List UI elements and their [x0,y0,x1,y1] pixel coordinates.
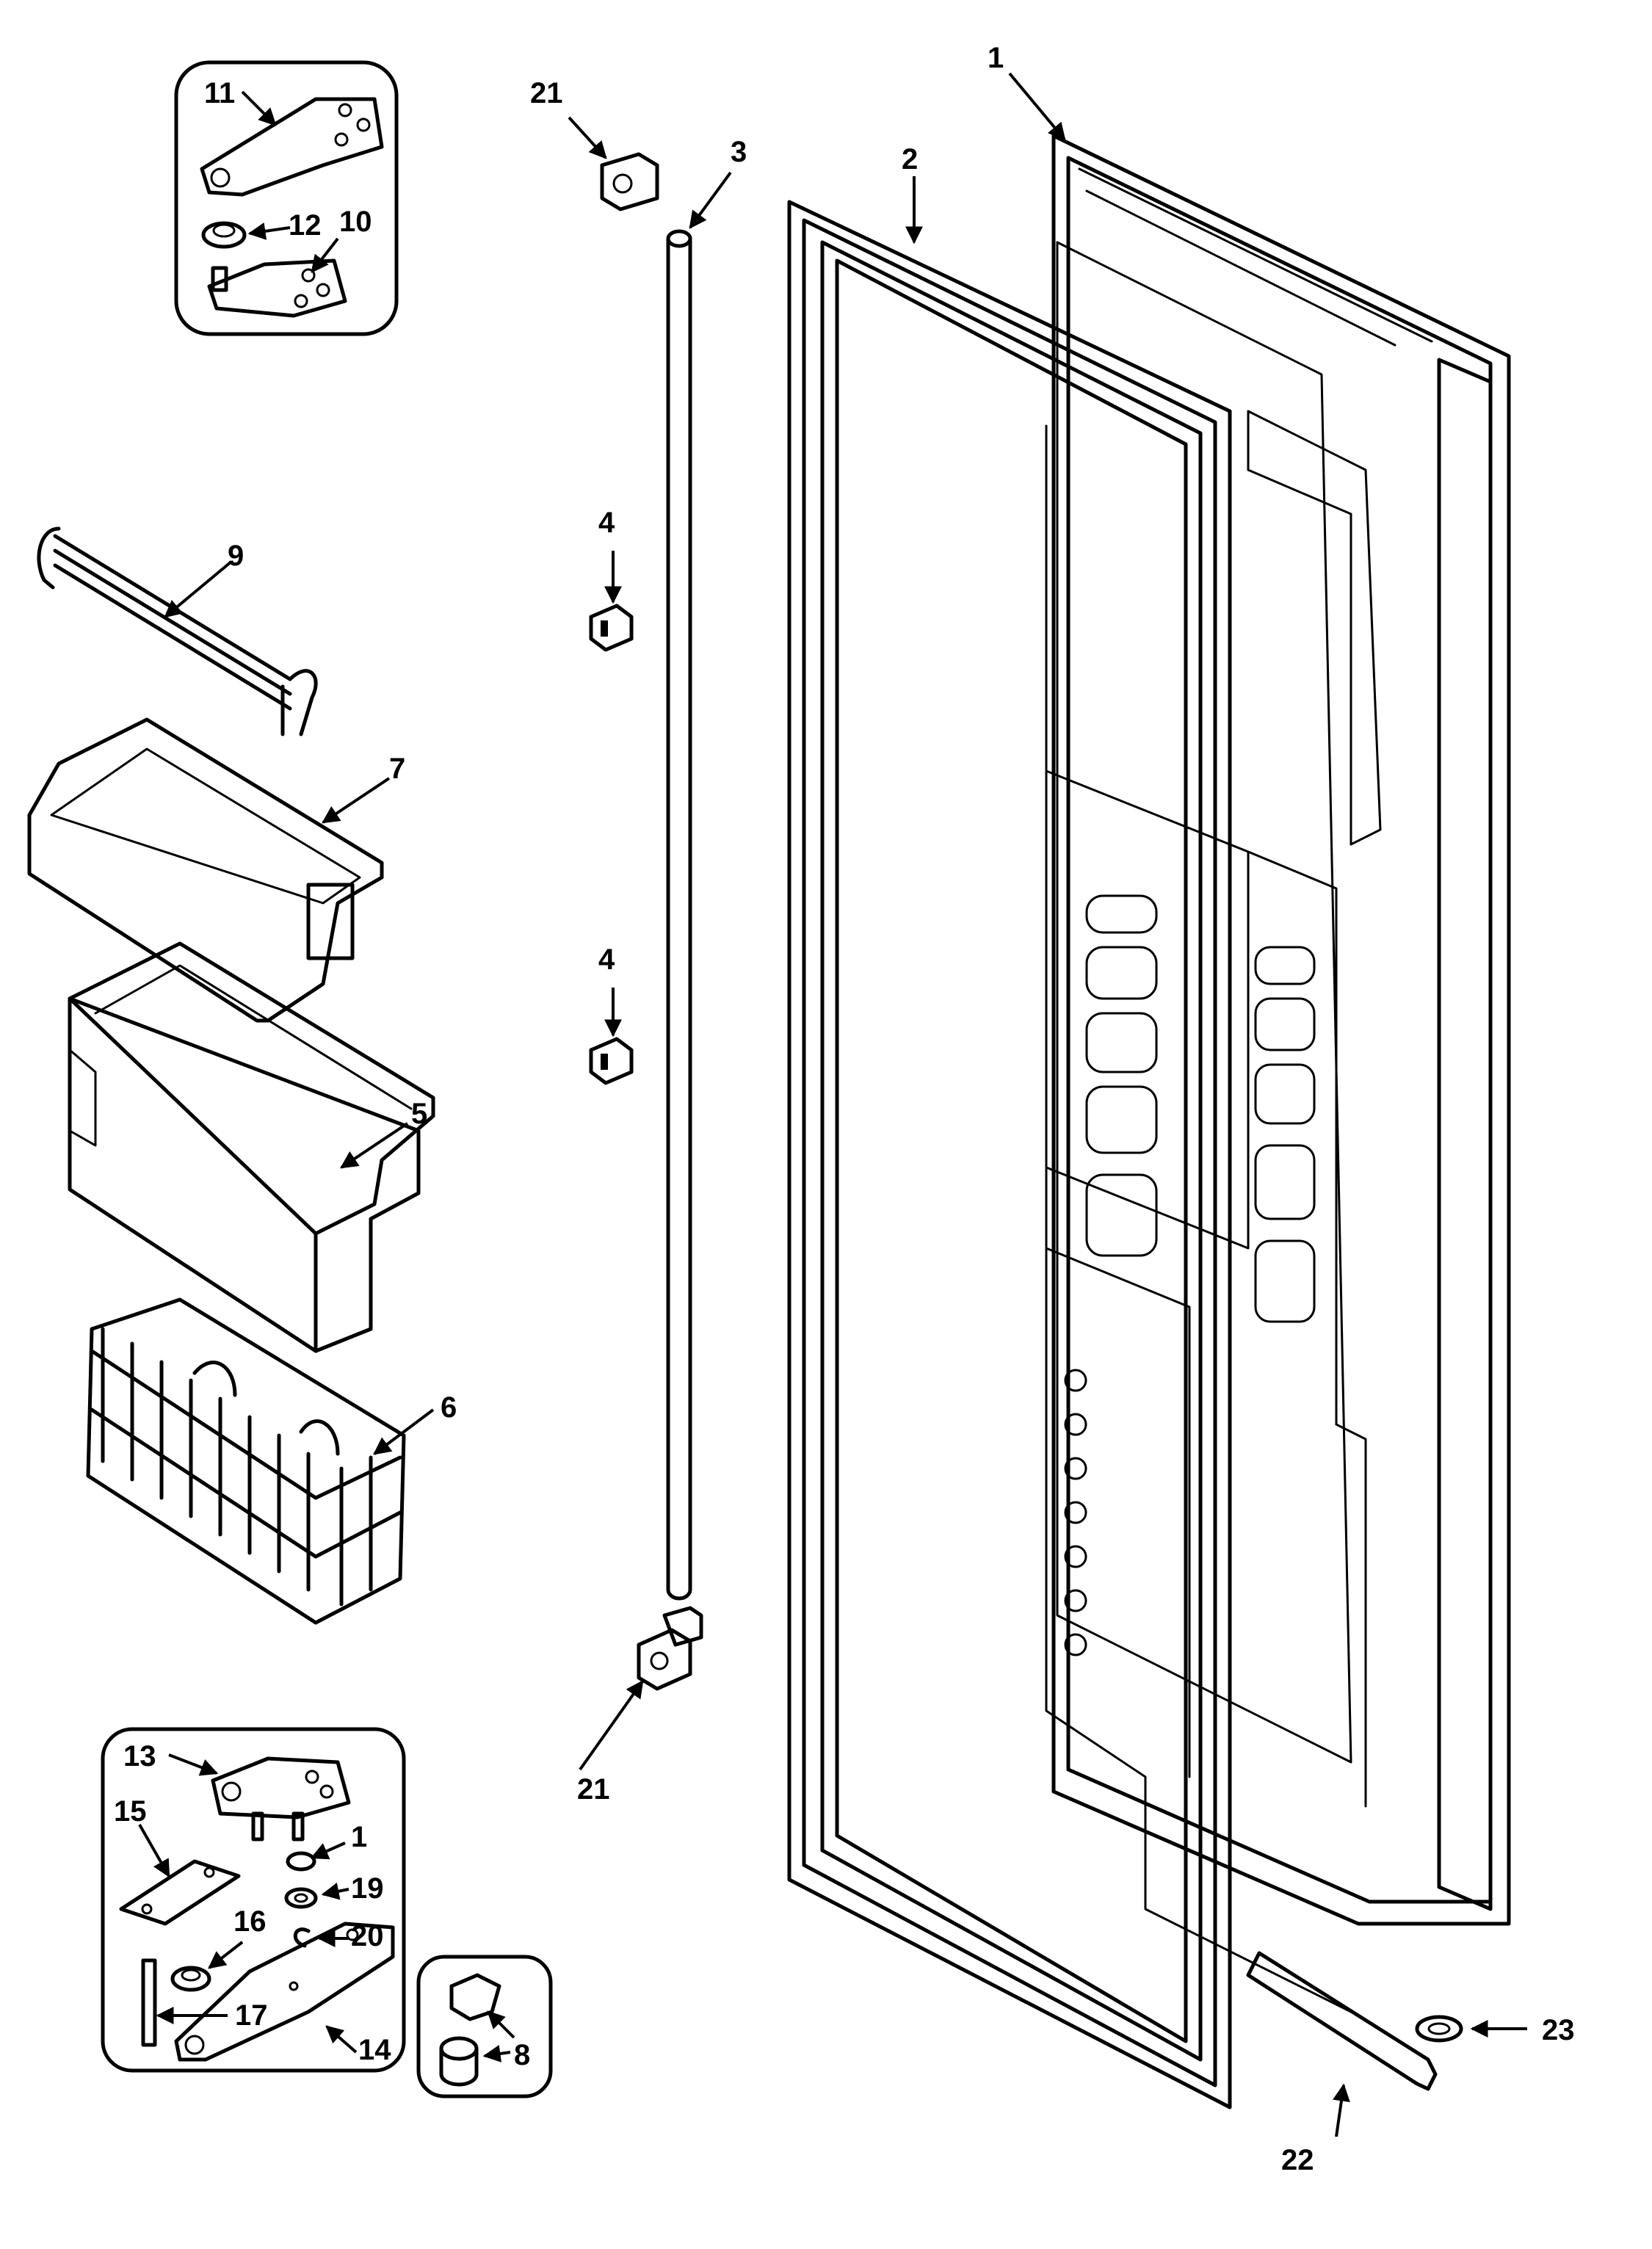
door-cam-set [1064,1369,1087,1656]
lower-hinge-plate [207,258,347,318]
callout-1-door-panel: 1 [988,42,1004,74]
door-outer-panel [1051,134,1511,1926]
inset-bushing [286,1851,316,1872]
bottom-hinge-plate [174,1922,395,2062]
hinge-pin [141,1958,157,2047]
callout-17: 17 [235,1999,268,2032]
callout-5: 5 [411,1098,427,1130]
washer [284,1887,318,1909]
callout-19: 19 [351,1872,384,1905]
top-hinge-inset [174,60,399,336]
callout-12: 12 [289,209,322,242]
door-closer-cam [449,1973,501,2021]
callout-14: 14 [358,2034,391,2066]
callout-2-gasket: 2 [902,143,918,175]
shim-plate [119,1859,241,1926]
callout-3-rod: 3 [731,136,747,168]
callout-21-bottom: 21 [577,1773,610,1806]
door-stop [439,2036,479,2087]
door-liner [1045,424,1367,2013]
leader-arrows [138,72,1527,2137]
callout-6: 6 [441,1391,457,1424]
callout-9: 9 [228,540,244,572]
callout-13: 13 [123,1740,156,1772]
callout-8: 8 [514,2039,530,2071]
rod-bracket-upper [589,604,634,652]
callout-23: 23 [1542,2014,1575,2046]
callout-10: 10 [339,206,372,238]
callout-21-top: 21 [530,77,563,109]
roller [170,1966,211,1992]
rod-bracket-lower [589,1037,634,1085]
shelf-wire-rail [37,526,318,736]
tube-clip [1415,2015,1463,2043]
callout-22: 22 [1281,2144,1314,2176]
callout-1-inset: 1 [351,1821,367,1853]
callout-11: 11 [204,77,235,109]
door-rod [666,229,692,1601]
callout-labels: 1 2 3 21 4 4 21 11 12 10 9 7 5 6 13 15 1… [114,42,1575,2176]
hinge-cover-top [600,152,659,211]
door-gasket [787,200,1232,2109]
dairy-bin [68,941,435,1353]
part-8-inset [416,1955,553,2098]
callout-20: 20 [351,1920,384,1952]
door-bin [27,717,384,1023]
bottom-hinge-plate-upper [211,1756,351,1841]
callout-4-lower: 4 [598,944,615,976]
hinge-bushing [201,221,247,249]
wire-basket [86,1297,406,1625]
callout-4-upper: 4 [598,507,615,539]
callout-15: 15 [114,1795,147,1828]
callout-16: 16 [233,1905,267,1938]
upper-hinge-plate [200,97,384,197]
bottom-hinge-inset [101,1727,406,2073]
callout-7: 7 [389,753,405,785]
drain-tube [1246,1951,1438,2091]
hinge-cover-bottom [637,1606,703,1691]
